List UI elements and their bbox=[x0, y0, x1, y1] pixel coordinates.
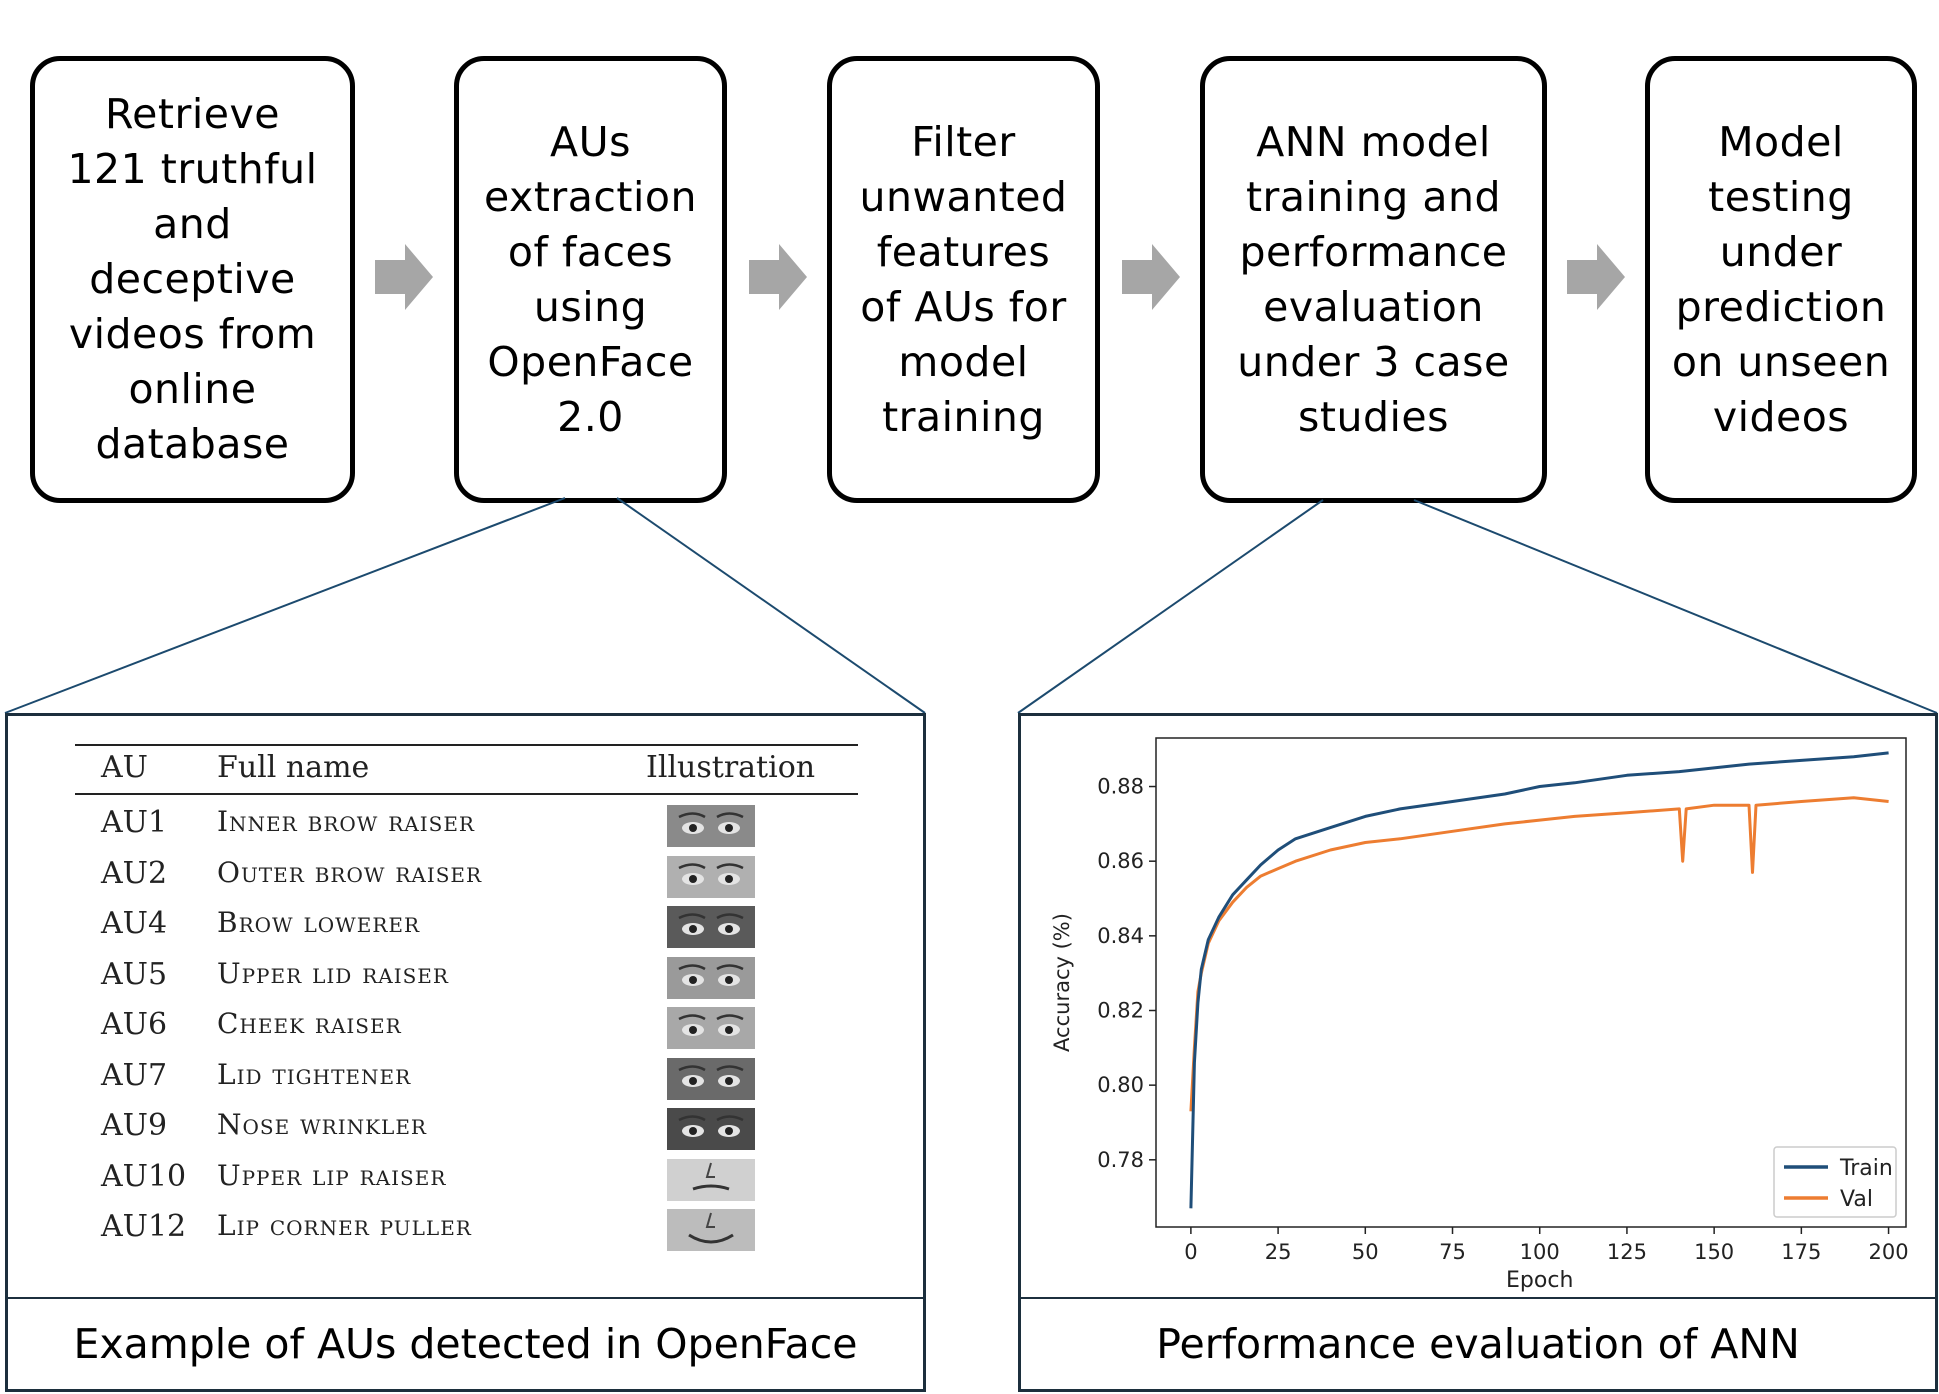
face-illustration-thumbnail bbox=[667, 1209, 755, 1251]
au-full-name: Brow lowerer bbox=[217, 906, 421, 939]
au-table-row: AU10 Upper lip raiser bbox=[0, 1158, 1000, 1209]
au-code: AU6 bbox=[101, 1007, 168, 1042]
au-full-name: Nose wrinkler bbox=[217, 1108, 427, 1141]
x-tick-label: 175 bbox=[1781, 1240, 1821, 1264]
au-full-name: Lid tightener bbox=[217, 1057, 412, 1091]
au-table-row: AU9 Nose wrinkler bbox=[0, 1108, 1000, 1158]
au-code: AU7 bbox=[101, 1057, 168, 1093]
au-panel-caption-text: Example of AUs detected in OpenFace bbox=[73, 1320, 858, 1368]
y-tick-label: 0.82 bbox=[1097, 998, 1144, 1022]
au-code: AU12 bbox=[101, 1209, 187, 1244]
au-code: AU2 bbox=[101, 855, 168, 891]
y-axis-label: Accuracy (%) bbox=[1050, 913, 1074, 1052]
face-illustration-thumbnail bbox=[667, 1158, 755, 1201]
y-tick-label: 0.80 bbox=[1097, 1073, 1144, 1097]
x-tick-label: 75 bbox=[1439, 1240, 1466, 1264]
au-table-row: AU6 Cheek raiser bbox=[0, 1007, 1000, 1057]
au-table-header-rule bbox=[75, 793, 858, 795]
au-header-illustration: Illustration bbox=[646, 750, 816, 785]
flow-arrow-2-icon bbox=[749, 244, 807, 310]
au-full-name: Upper lid raiser bbox=[217, 956, 449, 990]
series-line-train bbox=[1189, 751, 1889, 1209]
au-full-name: Inner brow raiser bbox=[217, 805, 475, 838]
flow-arrow-4-icon bbox=[1567, 244, 1625, 310]
au-table-row: AU5 Upper lid raiser bbox=[0, 956, 1000, 1007]
au-code: AU1 bbox=[101, 805, 168, 840]
face-illustration-thumbnail bbox=[667, 956, 755, 999]
au-header-au: AU bbox=[101, 750, 148, 785]
x-tick-label: 50 bbox=[1352, 1240, 1379, 1264]
x-tick-label: 0 bbox=[1184, 1240, 1197, 1264]
step-au-extraction: AUs extraction of faces using OpenFace 2… bbox=[454, 56, 727, 503]
face-illustration-thumbnail bbox=[667, 1057, 755, 1100]
au-table-row: AU4 Brow lowerer bbox=[0, 906, 1000, 956]
x-tick-label: 25 bbox=[1265, 1240, 1292, 1264]
face-illustration-thumbnail bbox=[667, 1108, 755, 1150]
au-table-panel bbox=[5, 713, 926, 1300]
x-axis-label: Epoch bbox=[1506, 1268, 1573, 1293]
y-tick-label: 0.88 bbox=[1097, 775, 1144, 799]
y-tick-label: 0.84 bbox=[1097, 924, 1144, 948]
legend-label-val: Val bbox=[1840, 1187, 1873, 1212]
step-model-testing: Model testing under prediction on unseen… bbox=[1645, 56, 1917, 503]
perf-panel-caption: Performance evaluation of ANN bbox=[1018, 1299, 1938, 1392]
accuracy-chart: 0.78 0.80 0.82 0.84 0.86 0.88 0 25 50 75 100 125 150… bbox=[1050, 737, 1909, 1293]
au-full-name: Outer brow raiser bbox=[217, 855, 483, 889]
au-header-full-name: Full name bbox=[217, 750, 370, 785]
step-au-extraction-text: AUs extraction of faces using OpenFace 2… bbox=[484, 117, 697, 441]
legend-label-train: Train bbox=[1839, 1156, 1893, 1181]
flow-arrow-1-icon bbox=[375, 244, 433, 310]
y-tick-label: 0.78 bbox=[1097, 1148, 1144, 1172]
x-tick-label: 100 bbox=[1520, 1240, 1560, 1264]
step-retrieve-videos-text: Retrieve 121 truthful and deceptive vide… bbox=[67, 90, 318, 468]
au-table-row: AU12 Lip corner puller bbox=[0, 1209, 1000, 1259]
x-tick-label: 150 bbox=[1694, 1240, 1734, 1264]
step-filter-features: Filter unwanted features of AUs for mode… bbox=[827, 56, 1100, 503]
au-code: AU5 bbox=[101, 956, 168, 992]
flow-arrow-3-icon bbox=[1122, 244, 1180, 310]
au-full-name: Upper lip raiser bbox=[217, 1158, 447, 1192]
au-full-name: Lip corner puller bbox=[217, 1209, 472, 1242]
au-table-row: AU7 Lid tightener bbox=[0, 1057, 1000, 1108]
au-code: AU4 bbox=[101, 906, 168, 941]
series-line-val bbox=[1189, 796, 1889, 1112]
step-ann-training: ANN model training and performance evalu… bbox=[1200, 56, 1547, 503]
au-table-top-rule bbox=[75, 744, 858, 746]
step-ann-training-text: ANN model training and performance evalu… bbox=[1237, 117, 1510, 441]
face-illustration-thumbnail bbox=[667, 855, 755, 898]
au-panel-caption: Example of AUs detected in OpenFace bbox=[5, 1299, 926, 1392]
x-tick-label: 125 bbox=[1607, 1240, 1647, 1264]
step-retrieve-videos: Retrieve 121 truthful and deceptive vide… bbox=[30, 56, 355, 503]
au-full-name: Cheek raiser bbox=[217, 1007, 402, 1040]
face-illustration-thumbnail bbox=[667, 906, 755, 948]
face-illustration-thumbnail bbox=[667, 805, 755, 847]
au-code: AU9 bbox=[101, 1108, 168, 1143]
plot-area bbox=[1155, 737, 1907, 1228]
x-tick-label: 200 bbox=[1869, 1240, 1909, 1264]
perf-panel-caption-text: Performance evaluation of ANN bbox=[1156, 1320, 1800, 1368]
au-code: AU10 bbox=[101, 1158, 187, 1194]
au-table-row: AU2 Outer brow raiser bbox=[0, 855, 1000, 906]
face-illustration-thumbnail bbox=[667, 1007, 755, 1049]
y-tick-label: 0.86 bbox=[1097, 849, 1144, 873]
step-model-testing-text: Model testing under prediction on unseen… bbox=[1671, 117, 1891, 441]
au-table-row: AU1 Inner brow raiser bbox=[0, 805, 1000, 855]
step-filter-features-text: Filter unwanted features of AUs for mode… bbox=[859, 117, 1068, 441]
